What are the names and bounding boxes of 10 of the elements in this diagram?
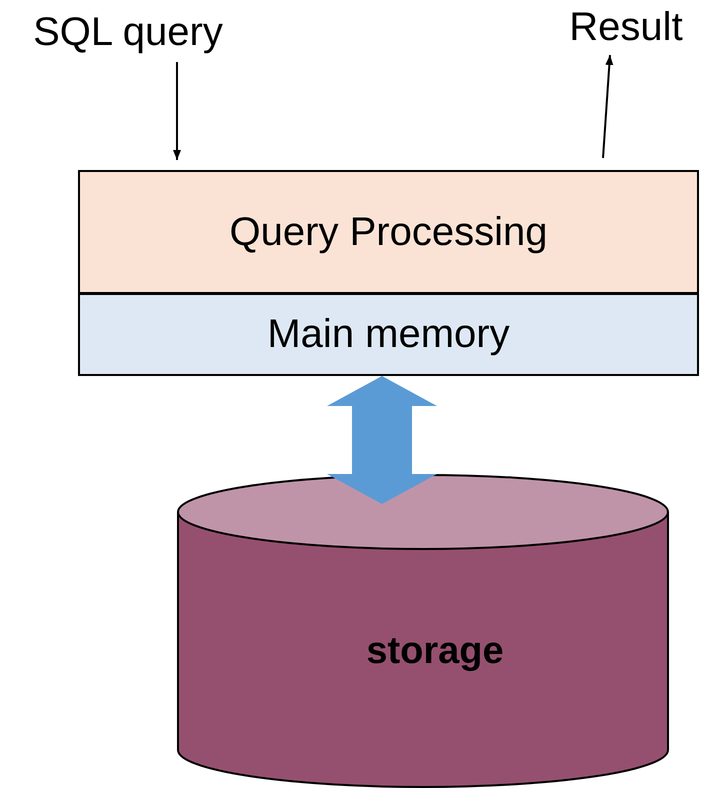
arrow bbox=[173, 62, 181, 160]
text-label: SQL query bbox=[33, 10, 223, 54]
layer-box bbox=[78, 170, 699, 294]
layer-label: Query Processing bbox=[230, 210, 548, 254]
text-label: Result bbox=[569, 4, 683, 50]
double-arrow bbox=[327, 376, 437, 504]
layer-label: Main memory bbox=[267, 312, 510, 357]
arrow bbox=[602, 54, 614, 158]
storage-label: storage bbox=[366, 630, 504, 672]
layer-box bbox=[78, 293, 699, 376]
